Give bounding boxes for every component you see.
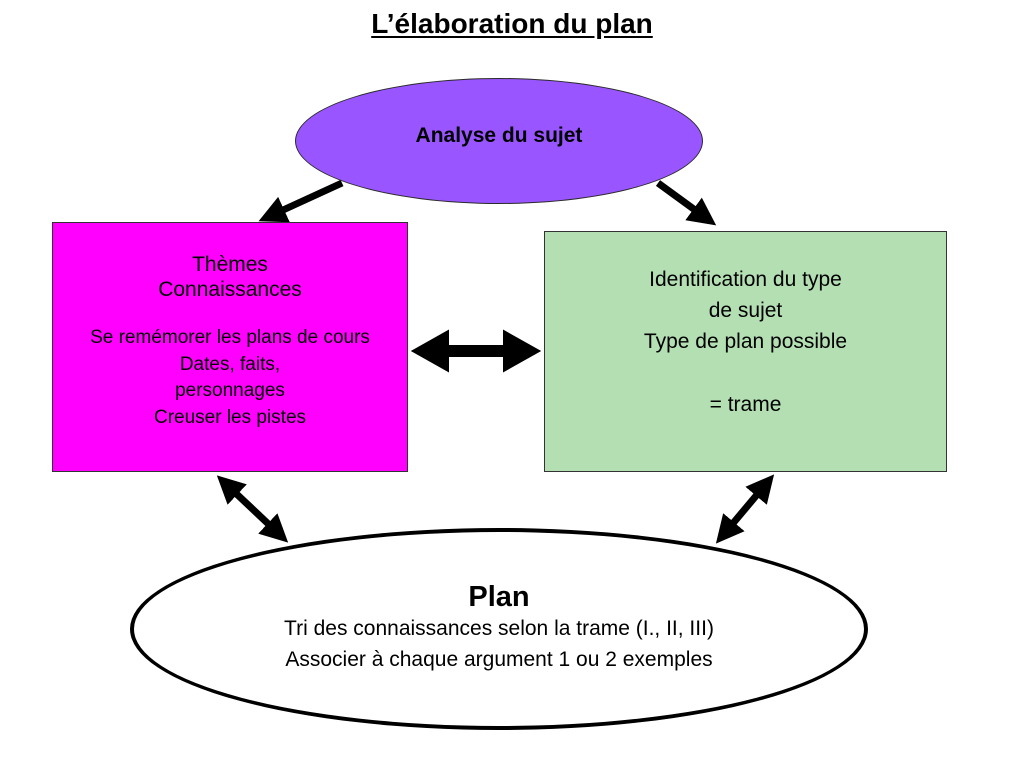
arrow-themes-plan bbox=[216, 475, 289, 543]
themes-node: Thèmes Connaissances Se remémorer les pl… bbox=[52, 222, 408, 472]
plan-line: Associer à chaque argument 1 ou 2 exempl… bbox=[285, 647, 713, 671]
plan-heading: Plan bbox=[468, 581, 530, 614]
trame-result: = trame bbox=[709, 393, 782, 417]
themes-line: Thèmes bbox=[192, 253, 268, 276]
themes-detail: Dates, faits, bbox=[179, 353, 281, 375]
identification-node: Identification du type de sujet Type de … bbox=[544, 231, 947, 472]
diagram-title: L’élaboration du plan bbox=[371, 8, 653, 39]
arrow-analyse-to-identification bbox=[655, 180, 717, 226]
analyse-node: Analyse du sujet bbox=[295, 78, 703, 204]
themes-detail: Creuser les pistes bbox=[153, 407, 307, 429]
identification-line: Identification du type bbox=[649, 268, 842, 291]
themes-detail: Se remémorer les plans de cours bbox=[90, 326, 370, 348]
arrow-identification-plan bbox=[715, 474, 775, 544]
themes-detail: personnages bbox=[175, 380, 285, 402]
plan-line: Tri des connaissances selon la trame (I.… bbox=[284, 617, 714, 641]
identification-line: Type de plan possible bbox=[643, 330, 848, 354]
identification-line: de sujet bbox=[708, 299, 783, 323]
arrow-analyse-to-themes bbox=[258, 179, 344, 223]
plan-node: Plan Tri des connaissances selon la tram… bbox=[130, 528, 868, 730]
analyse-label: Analyse du sujet bbox=[415, 124, 583, 147]
connaissances-line: Connaissances bbox=[158, 277, 302, 301]
